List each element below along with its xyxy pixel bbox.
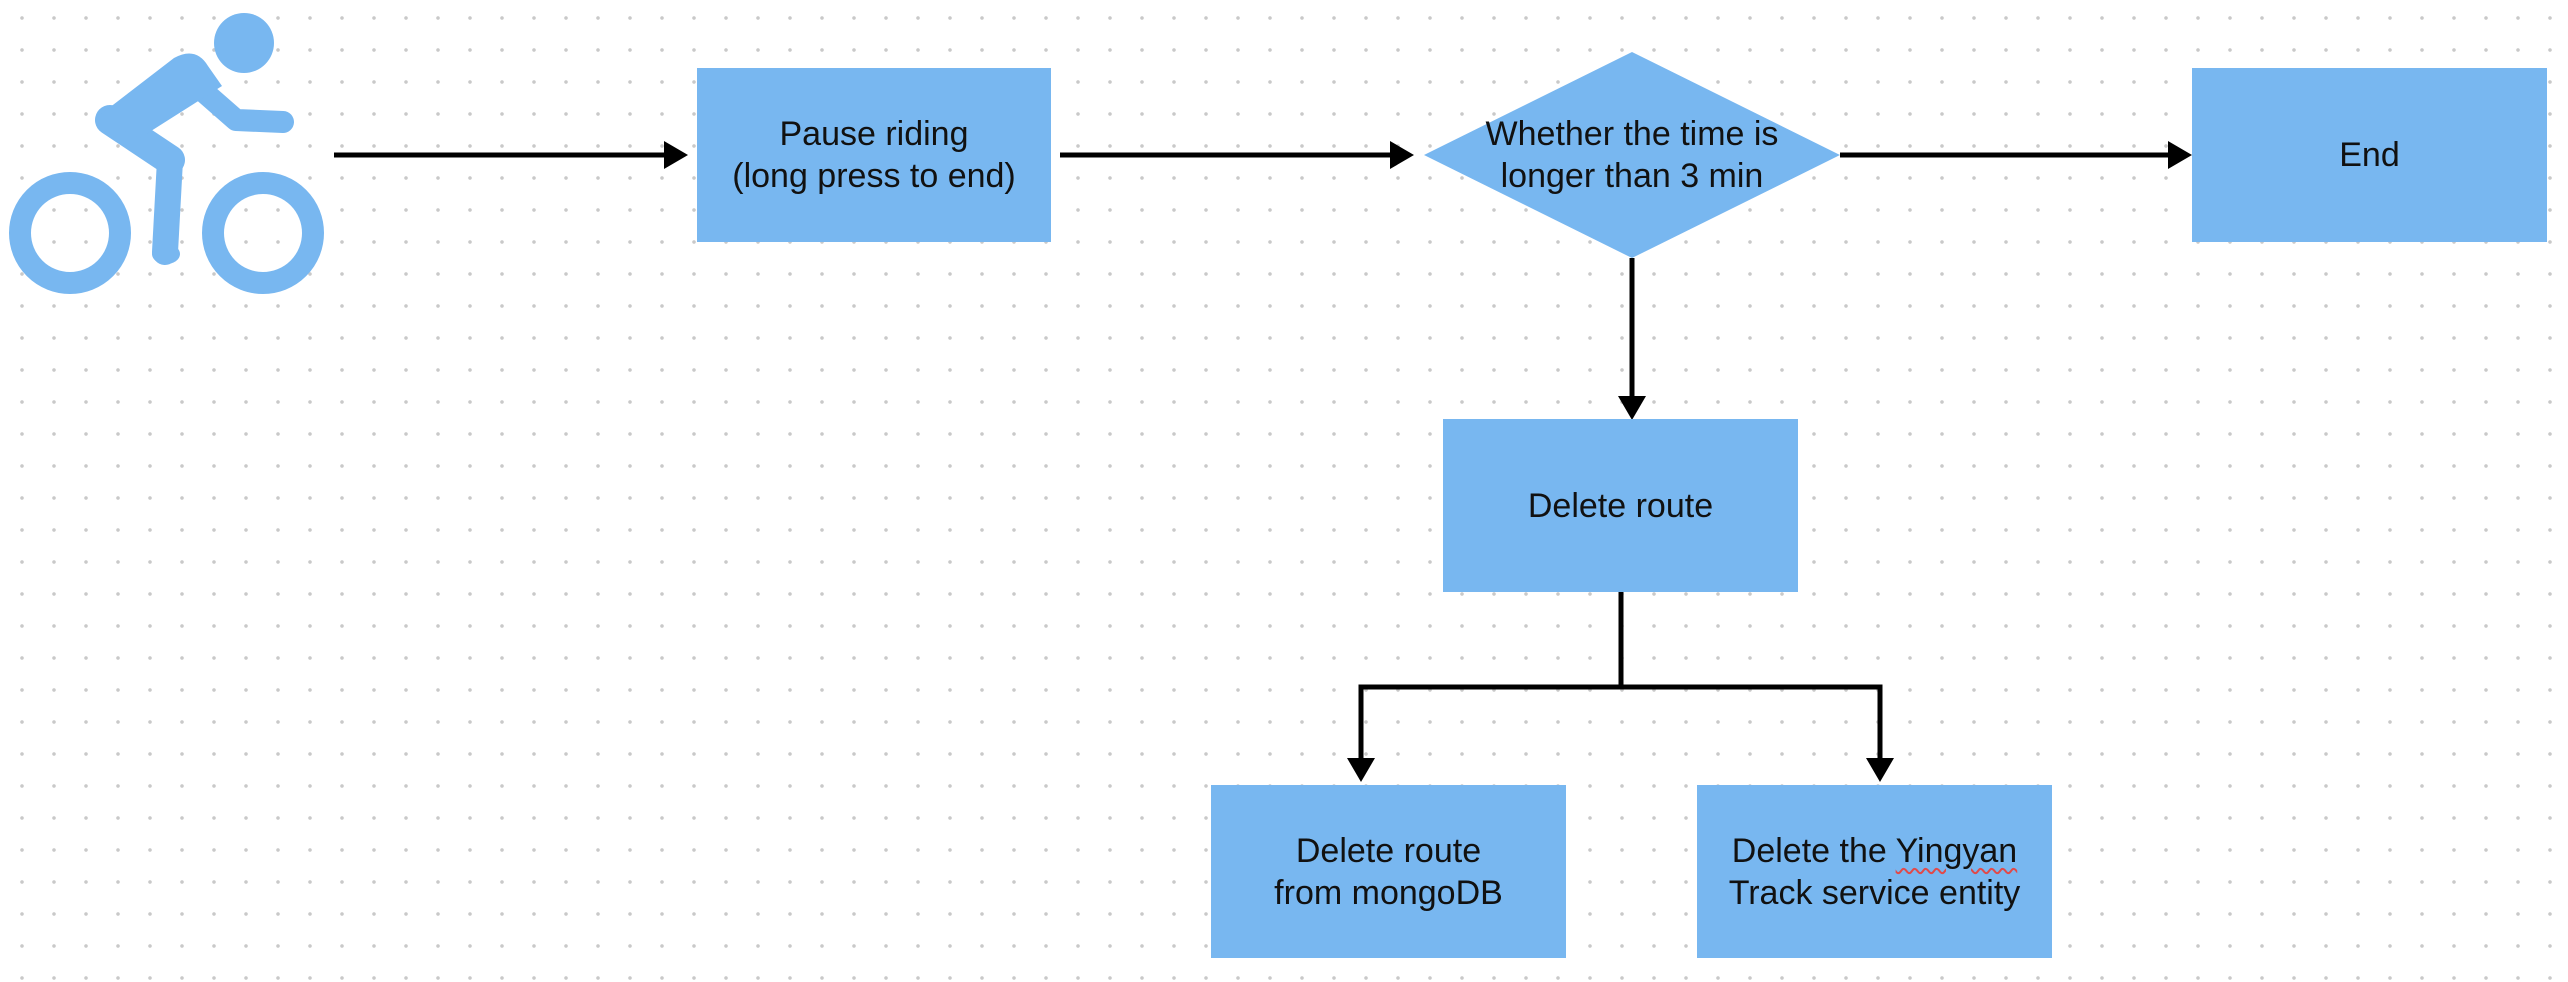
delete-route-label: Delete route <box>1527 486 1714 525</box>
decision-label: Whether the time is longer than 3 min <box>1485 115 1779 195</box>
arrowhead <box>2168 141 2192 169</box>
pause-riding-label: Pause riding (long press to end) <box>732 115 1016 195</box>
delete-yingyan-label: Delete the Yingyan Track service entity <box>1729 830 2021 914</box>
end-node[interactable]: End <box>2192 68 2547 242</box>
pause-riding-node[interactable]: Pause riding (long press to end) <box>697 68 1051 242</box>
arrowhead <box>1390 141 1414 169</box>
delete-mongo-node[interactable]: Delete route from mongoDB <box>1211 785 1566 958</box>
decision-diamond[interactable] <box>1424 52 1840 258</box>
end-label: End <box>2339 136 2400 174</box>
delete-route-node[interactable]: Delete route <box>1443 419 1798 592</box>
spellcheck-flagged-word: Yingyan <box>1895 831 2018 870</box>
delete-yingyan-label-suffix: Track service entity <box>1728 873 2021 912</box>
arrowhead <box>664 141 688 169</box>
arrowhead <box>1347 758 1375 782</box>
delete-mongo-label: Delete route from mongoDB <box>1274 831 1503 912</box>
delete-yingyan-node[interactable]: Delete the Yingyan Track service entity <box>1697 785 2052 958</box>
arrowhead <box>1866 758 1894 782</box>
cyclist-icon <box>9 13 324 294</box>
arrowhead <box>1618 396 1646 420</box>
edge-delete-route-to-yingyan <box>1621 684 1883 760</box>
edge-delete-route-to-mongo <box>1358 592 1624 760</box>
delete-yingyan-label-prefix: Delete the <box>1731 831 1896 870</box>
